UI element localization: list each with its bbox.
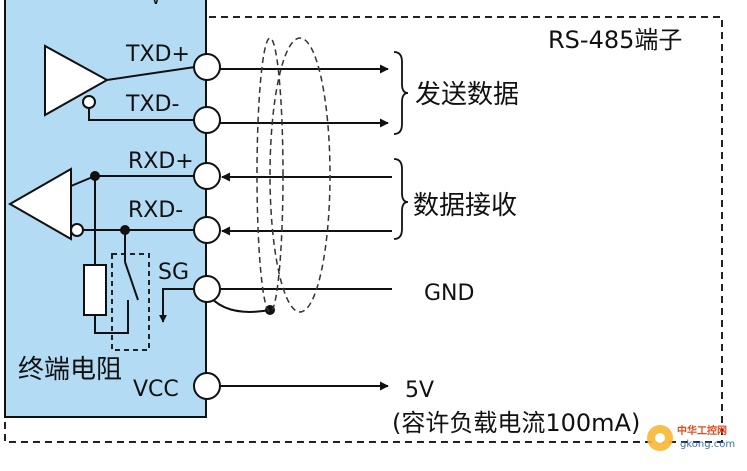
label-vcc: VCC bbox=[133, 377, 179, 402]
label-txd-minus: TXD- bbox=[125, 92, 179, 117]
termination-resistor-label: 终端电阻 bbox=[18, 355, 122, 385]
terminal-txd-minus bbox=[193, 106, 221, 134]
rx-inverting-bubble-icon bbox=[70, 223, 84, 237]
termination-resistor-icon bbox=[83, 264, 107, 316]
terminal-sg bbox=[193, 275, 221, 303]
svg-text:∨: ∨ bbox=[150, 0, 162, 8]
tx-inverting-bubble-icon bbox=[82, 95, 96, 109]
rx-receiver-icon bbox=[7, 167, 72, 241]
terminal-vcc bbox=[193, 372, 221, 400]
watermark-title: 中华工控网 bbox=[677, 424, 727, 437]
receive-data-label: 数据接收 bbox=[413, 191, 517, 221]
receive-brace bbox=[393, 158, 409, 240]
terminal-txd-plus bbox=[193, 53, 221, 81]
label-rxd-minus: RXD- bbox=[128, 198, 183, 223]
label-rxd-plus: RXD+ bbox=[128, 149, 194, 174]
tx-driver-icon bbox=[44, 44, 110, 117]
watermark-logo: 中华工控网 gkong.com bbox=[647, 424, 735, 451]
send-brace bbox=[393, 51, 409, 135]
terminal-rxd-minus bbox=[193, 216, 221, 244]
supply-voltage-label: 5V bbox=[405, 378, 434, 403]
watermark-url: gkong.com bbox=[680, 439, 735, 450]
terminal-rxd-plus bbox=[193, 162, 221, 190]
gnd-label: GND bbox=[424, 281, 474, 306]
terminal-box-label: RS-485端子 bbox=[548, 26, 682, 54]
supply-note-label: (容许负载电流100mA) bbox=[392, 409, 640, 437]
send-data-label: 发送数据 bbox=[415, 80, 519, 110]
termination-switch-box bbox=[111, 253, 150, 351]
cable-shield-icon bbox=[256, 37, 284, 313]
cable-shield-outer-icon bbox=[269, 37, 331, 313]
label-sg: SG bbox=[158, 260, 189, 285]
label-txd-plus: TXD+ bbox=[125, 42, 190, 67]
terminal-box-outline bbox=[4, 16, 723, 443]
